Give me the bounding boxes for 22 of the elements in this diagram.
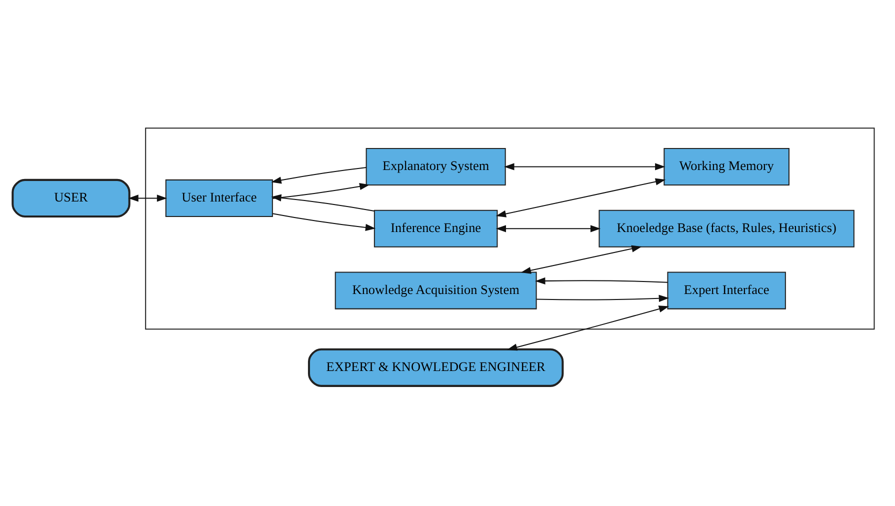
node-box: EXPERT & KNOWLEDGE ENGINEER (308, 348, 564, 387)
arrow (271, 166, 366, 184)
arrow (272, 213, 376, 231)
node-box: Knowledge Acquisition System (334, 272, 537, 310)
node-box: USER (12, 178, 130, 218)
arrow (496, 178, 666, 218)
arrow (504, 163, 666, 170)
node-box: Expert Interface (667, 272, 786, 310)
node-box: Knoeledge Base (facts, Rules, Heuristics) (598, 210, 854, 248)
node-box: Working Memory (664, 148, 790, 186)
arrow (535, 277, 668, 284)
arrow (272, 183, 370, 199)
arrow (271, 194, 374, 212)
arrow (128, 194, 168, 202)
node-box: Explanatory System (366, 148, 506, 186)
cluster (145, 128, 875, 330)
node-box: Inference Engine (374, 210, 498, 248)
arrow (496, 225, 601, 232)
arrow (536, 294, 670, 302)
arrow (506, 306, 670, 351)
node-box: User Interface (165, 179, 273, 217)
arrow (520, 245, 642, 274)
